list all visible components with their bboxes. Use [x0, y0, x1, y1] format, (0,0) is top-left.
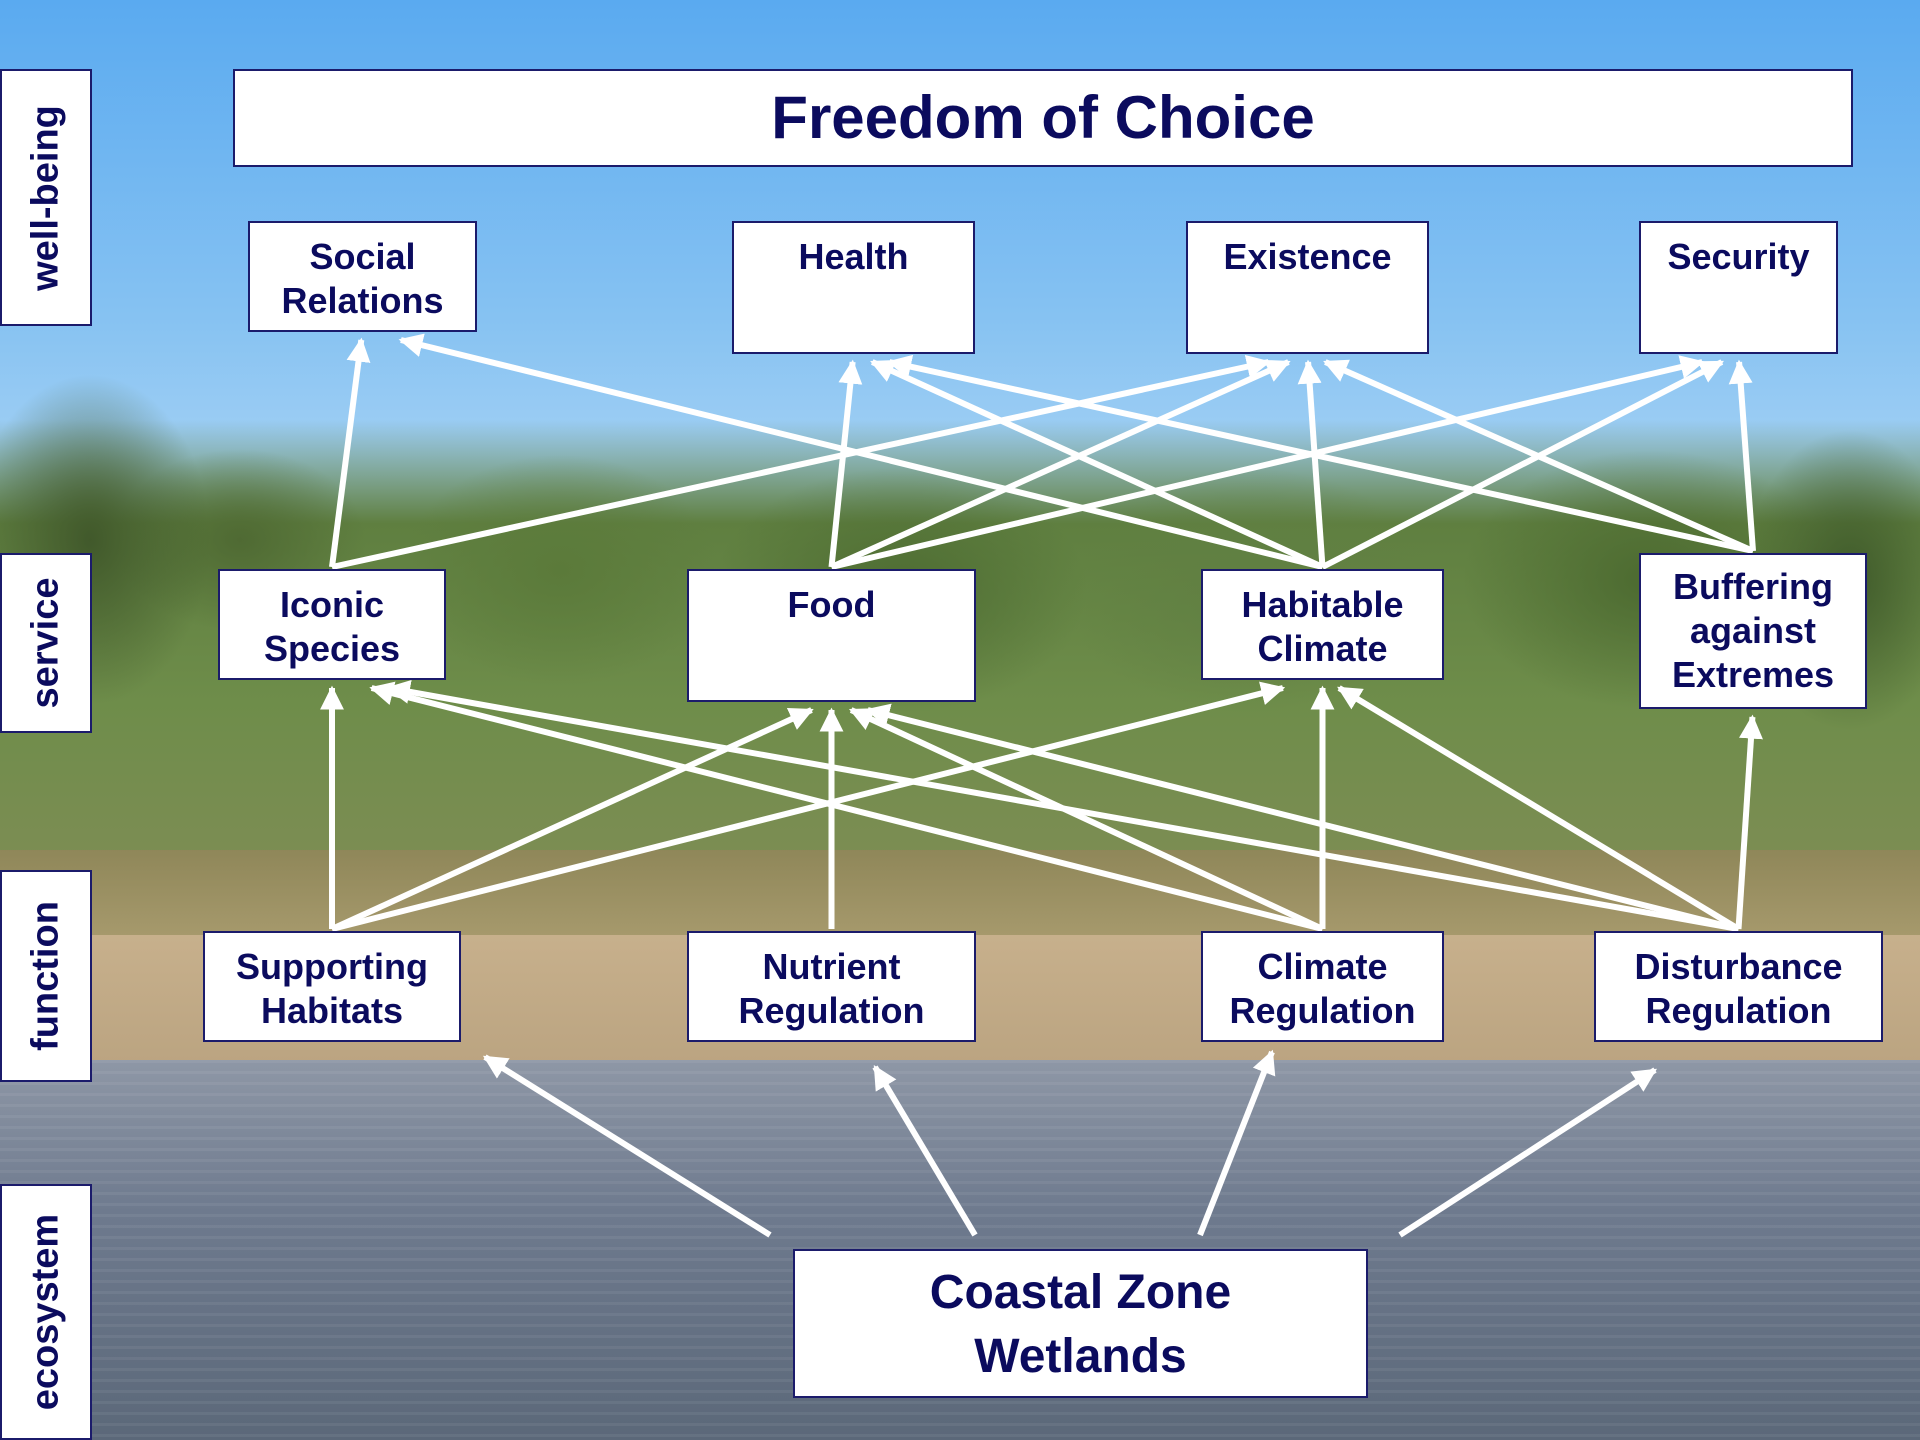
node-label-line: Iconic — [279, 584, 385, 625]
node-label-line: Food — [787, 584, 876, 625]
edge-disturbance-regulation-to-habitable-climate — [1337, 685, 1741, 932]
level-label-well-being: well-being — [0, 69, 92, 326]
edge-food-to-security — [830, 355, 1705, 570]
edge-habitable-climate-to-existence — [1297, 359, 1326, 568]
edge-buffering-against-extremes-to-health — [887, 354, 1754, 554]
level-label-function: function — [0, 870, 92, 1082]
edge-coastal-zone-wetlands-to-climate-regulation — [1197, 1049, 1276, 1237]
node-label-line: Buffering — [1673, 566, 1833, 607]
edge-supporting-habitats-to-food — [330, 707, 814, 932]
node-iconic-species: Iconic Species — [218, 569, 446, 680]
edge-climate-regulation-to-food — [848, 707, 1324, 932]
edge-iconic-species-to-existence — [331, 354, 1271, 570]
edge-coastal-zone-wetlands-to-nutrient-regulation — [872, 1064, 978, 1237]
level-label-ecosystem: ecosystem — [0, 1184, 92, 1440]
node-health: Health — [732, 221, 975, 354]
edge-supporting-habitats-to-habitable-climate — [331, 681, 1286, 932]
level-label-service: service — [0, 553, 92, 733]
level-label-text: ecosystem — [24, 1213, 67, 1411]
edge-food-to-health — [828, 359, 863, 568]
node-buffering-against-extremes: Buffering against Extremes — [1639, 553, 1867, 709]
node-label-line: Regulation — [1229, 990, 1416, 1031]
node-label-line: Climate — [1257, 628, 1388, 669]
node-label-line: Health — [798, 236, 909, 277]
title-text: Freedom of Choice — [771, 84, 1315, 151]
node-label-line: Nutrient — [762, 946, 901, 987]
edge-disturbance-regulation-to-food — [865, 703, 1740, 932]
edge-habitable-climate-to-social-relations — [398, 333, 1324, 570]
node-label-line: Climate — [1257, 946, 1388, 987]
node-label-line: Existence — [1223, 236, 1392, 277]
node-habitable-climate: Habitable Climate — [1201, 569, 1444, 680]
edge-buffering-against-extremes-to-security — [1728, 359, 1756, 552]
node-security: Security — [1639, 221, 1838, 354]
edge-disturbance-regulation-to-buffering-against-extremes — [1735, 714, 1763, 930]
node-existence: Existence — [1186, 221, 1429, 354]
node-supporting-habitats: Supporting Habitats — [203, 931, 461, 1042]
node-nutrient-regulation: Nutrient Regulation — [687, 931, 976, 1042]
node-label-line: Habitats — [260, 990, 404, 1031]
edge-food-to-existence — [830, 359, 1291, 570]
node-label-line: Social — [309, 236, 416, 277]
node-label-line: Disturbance — [1634, 946, 1843, 987]
level-label-text: well-being — [24, 104, 67, 291]
node-label-line: Coastal Zone — [929, 1266, 1232, 1319]
level-label-text: service — [24, 577, 67, 709]
node-label-line: Regulation — [738, 990, 925, 1031]
edge-habitable-climate-to-security — [1321, 359, 1724, 570]
node-label-line: Relations — [281, 280, 444, 321]
node-disturbance-regulation: Disturbance Regulation — [1594, 931, 1883, 1042]
node-label-line: Security — [1667, 236, 1810, 277]
node-label-line: Species — [263, 628, 401, 669]
node-coastal-zone-wetlands: Coastal Zone Wetlands — [793, 1249, 1368, 1398]
edge-buffering-against-extremes-to-existence — [1323, 359, 1755, 554]
freedom-of-choice-box: Freedom of Choice — [233, 69, 1853, 167]
edge-coastal-zone-wetlands-to-supporting-habitats — [482, 1054, 772, 1238]
node-label-line: Supporting — [236, 946, 428, 987]
node-label-line: Extremes — [1671, 654, 1835, 695]
edge-iconic-species-to-social-relations — [329, 337, 371, 568]
level-label-text: function — [24, 901, 67, 1051]
node-label-line: Wetlands — [974, 1330, 1187, 1383]
node-social-relations: Social Relations — [248, 221, 477, 332]
edge-habitable-climate-to-health — [870, 359, 1324, 570]
node-food: Food — [687, 569, 976, 702]
edge-coastal-zone-wetlands-to-disturbance-regulation — [1398, 1067, 1658, 1238]
node-label-line: Regulation — [1645, 990, 1832, 1031]
node-climate-regulation: Climate Regulation — [1201, 931, 1444, 1042]
edge-climate-regulation-to-iconic-species — [369, 681, 1324, 932]
node-label-line: Habitable — [1241, 584, 1404, 625]
node-label-line: against — [1689, 610, 1817, 651]
edge-disturbance-regulation-to-iconic-species — [385, 679, 1740, 932]
edge-group — [320, 333, 1763, 1238]
